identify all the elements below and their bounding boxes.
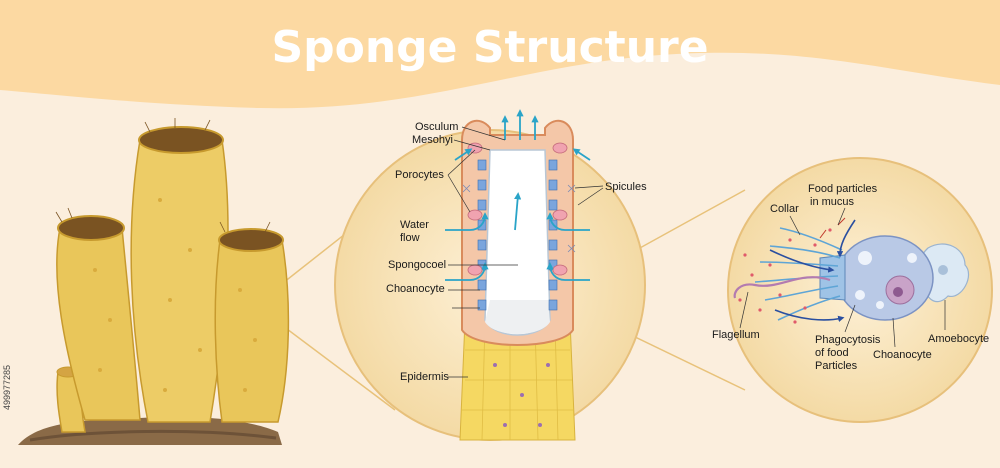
- page-title: Sponge Structure: [271, 22, 708, 73]
- sponge-cross-section: [445, 109, 591, 441]
- label-food-particles-2: in mucus: [810, 196, 855, 208]
- label-food-particles-1: Food particles: [808, 183, 878, 195]
- water-flow-arrows: [445, 109, 591, 281]
- label-water-flow-1: Water: [400, 219, 429, 231]
- label-osculum: Osculum: [415, 121, 458, 133]
- label-choanocyte-mid: Choanocyte: [386, 283, 445, 295]
- label-water-flow-2: flow: [400, 232, 420, 244]
- label-amoebocyte: Amoebocyte: [928, 333, 989, 345]
- choanocyte-cell-illustration: [733, 217, 970, 324]
- label-porocytes: Porocytes: [395, 169, 444, 181]
- ground-shadow: [29, 429, 277, 442]
- label-collar: Collar: [770, 203, 799, 215]
- label-spongocoel: Spongocoel: [388, 259, 446, 271]
- label-spicules: Spicules: [605, 181, 647, 193]
- sponge-illustration: [55, 118, 290, 433]
- label-mesohyi: Mesohyi: [412, 134, 453, 146]
- header-banner: [0, 0, 1000, 109]
- cross-section-labels: Osculum Mesohyi Porocytes Water flow Spo…: [386, 121, 647, 383]
- stock-id: 499977285: [2, 365, 12, 410]
- label-choanocyte-cell: Choanocyte: [873, 349, 932, 361]
- label-epidermis: Epidermis: [400, 371, 449, 383]
- label-flagellum: Flagellum: [712, 329, 760, 341]
- label-phagocytosis-2: of food: [815, 347, 849, 359]
- label-phagocytosis-3: Particles: [815, 360, 858, 372]
- label-phagocytosis-1: Phagocytosis: [815, 334, 881, 346]
- choanocyte-labels: Food particles in mucus Collar Flagellum…: [712, 183, 989, 372]
